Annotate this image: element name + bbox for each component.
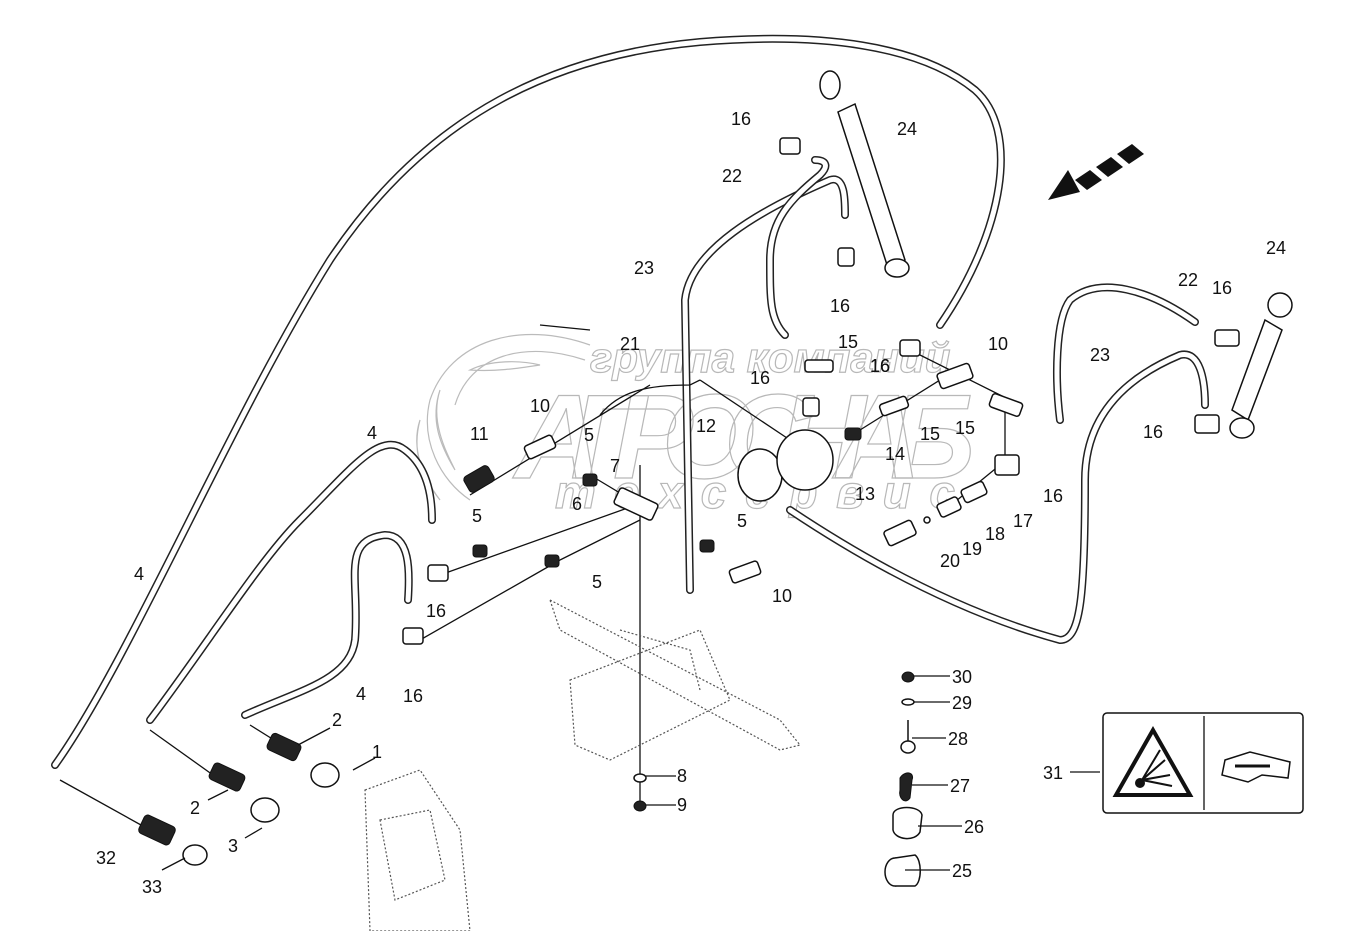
- callout-4: 4: [367, 423, 377, 443]
- callout-24: 24: [1266, 238, 1286, 258]
- callout-19: 19: [962, 539, 982, 559]
- callout-17: 17: [1013, 511, 1033, 531]
- callout-22: 22: [722, 166, 742, 186]
- callout-18: 18: [985, 524, 1005, 544]
- callout-23: 23: [634, 258, 654, 278]
- pipe-23-right: [786, 350, 1209, 644]
- callout-25: 25: [952, 861, 972, 881]
- hose-4-middle: [146, 440, 436, 724]
- callout-16: 16: [1212, 278, 1232, 298]
- callout-21: 21: [620, 334, 640, 354]
- callout-4: 4: [356, 684, 366, 704]
- callout-10: 10: [988, 334, 1008, 354]
- explosion-hazard-icon: [1112, 725, 1194, 797]
- frame-outline: [364, 769, 471, 931]
- callout-5: 5: [584, 425, 594, 445]
- callout-10: 10: [772, 586, 792, 606]
- fittings: [138, 137, 1240, 866]
- callout-32: 32: [96, 848, 116, 868]
- callout-16: 16: [403, 686, 423, 706]
- axle-outline: [548, 598, 802, 761]
- callout-5: 5: [472, 506, 482, 526]
- callout-31: 31: [1043, 763, 1063, 783]
- callout-16: 16: [830, 296, 850, 316]
- callout-29: 29: [952, 693, 972, 713]
- callout-6: 6: [572, 494, 582, 514]
- callout-16: 16: [731, 109, 751, 129]
- callout-28: 28: [948, 729, 968, 749]
- pipe-22-right: [1053, 283, 1199, 424]
- callout-30: 30: [952, 667, 972, 687]
- read-manual-icon: [1221, 751, 1291, 783]
- travel-direction-arrow-icon: [1048, 144, 1144, 200]
- callout-15: 15: [920, 424, 940, 444]
- hose-4-long: [51, 34, 1005, 769]
- pipe-23-left: [681, 175, 849, 594]
- callout-11: 11: [470, 424, 489, 444]
- callout-2: 2: [190, 798, 200, 818]
- callout-14: 14: [885, 444, 905, 464]
- callout-26: 26: [964, 817, 984, 837]
- watermark-wreath-icon: [416, 333, 591, 501]
- callout-labels: 1 2 2 3 4 4 4 5 5 5 5 6 7 8 9 10 10 10 1…: [96, 109, 1286, 897]
- callout-13: 13: [855, 484, 875, 504]
- cylinder-24-right: [1229, 292, 1293, 439]
- callout-16: 16: [1143, 422, 1163, 442]
- callout-8: 8: [677, 766, 687, 786]
- callout-7: 7: [610, 456, 620, 476]
- callout-5: 5: [737, 511, 747, 531]
- callout-27: 27: [950, 776, 970, 796]
- callout-9: 9: [677, 795, 687, 815]
- warning-decal: [1102, 712, 1304, 814]
- callout-16: 16: [870, 356, 890, 376]
- watermark-line1: группа компаний: [590, 334, 950, 381]
- callout-3: 3: [228, 836, 238, 856]
- callout-16: 16: [1043, 486, 1063, 506]
- callout-2: 2: [332, 710, 342, 730]
- hose-4-lower: [241, 531, 413, 719]
- callout-12: 12: [696, 416, 716, 436]
- callout-20: 20: [940, 551, 960, 571]
- callout-16: 16: [870, 356, 890, 376]
- callout-24: 24: [897, 119, 917, 139]
- callout-4: 4: [134, 564, 144, 584]
- hardware-column: [884, 671, 923, 887]
- callout-5: 5: [592, 572, 602, 592]
- pipe-22-left: [766, 156, 830, 339]
- callout-23: 23: [1090, 345, 1110, 365]
- callout-22: 22: [1178, 270, 1198, 290]
- callout-16: 16: [750, 368, 770, 388]
- cylinder-24-left: [819, 70, 910, 278]
- callout-16: 16: [426, 601, 446, 621]
- callout-15: 15: [955, 418, 975, 438]
- callout-10: 10: [530, 396, 550, 416]
- callout-1: 1: [372, 742, 382, 762]
- callout-15: 15: [838, 332, 858, 352]
- callout-33: 33: [142, 877, 162, 897]
